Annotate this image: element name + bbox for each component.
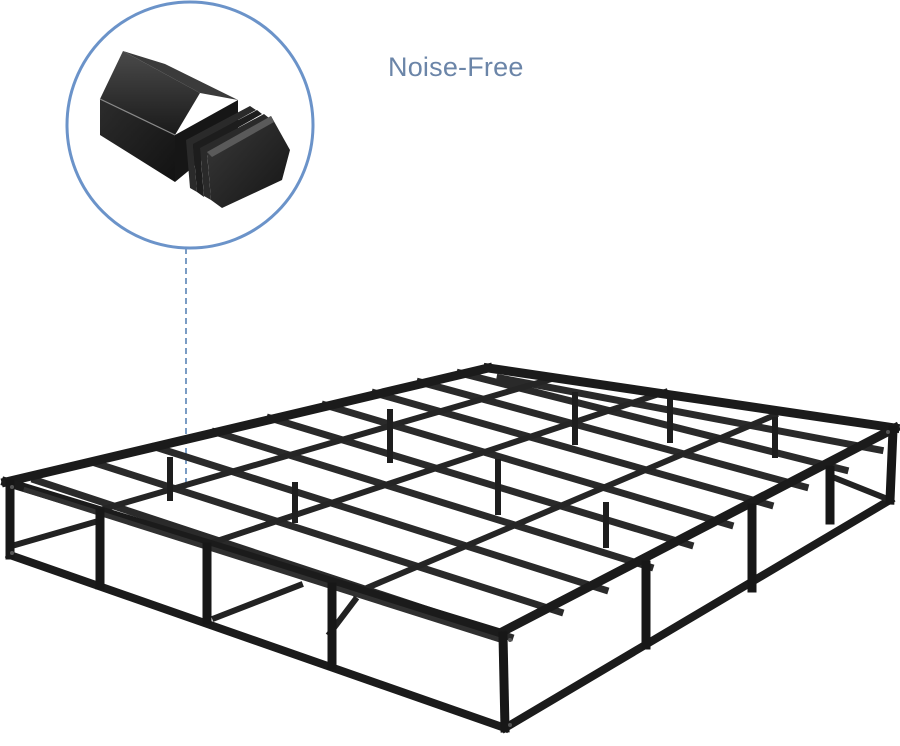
callout-detail (65, 0, 315, 250)
end-cap-icon (186, 106, 290, 208)
callout-title: Noise-Free (388, 52, 524, 82)
rails (96, 374, 779, 597)
bed-frame (0, 362, 900, 734)
center-legs (167, 392, 778, 548)
perimeter-bottom (4, 494, 896, 734)
posts (5, 425, 898, 733)
perimeter-top (0, 362, 900, 644)
bolts (10, 430, 890, 727)
